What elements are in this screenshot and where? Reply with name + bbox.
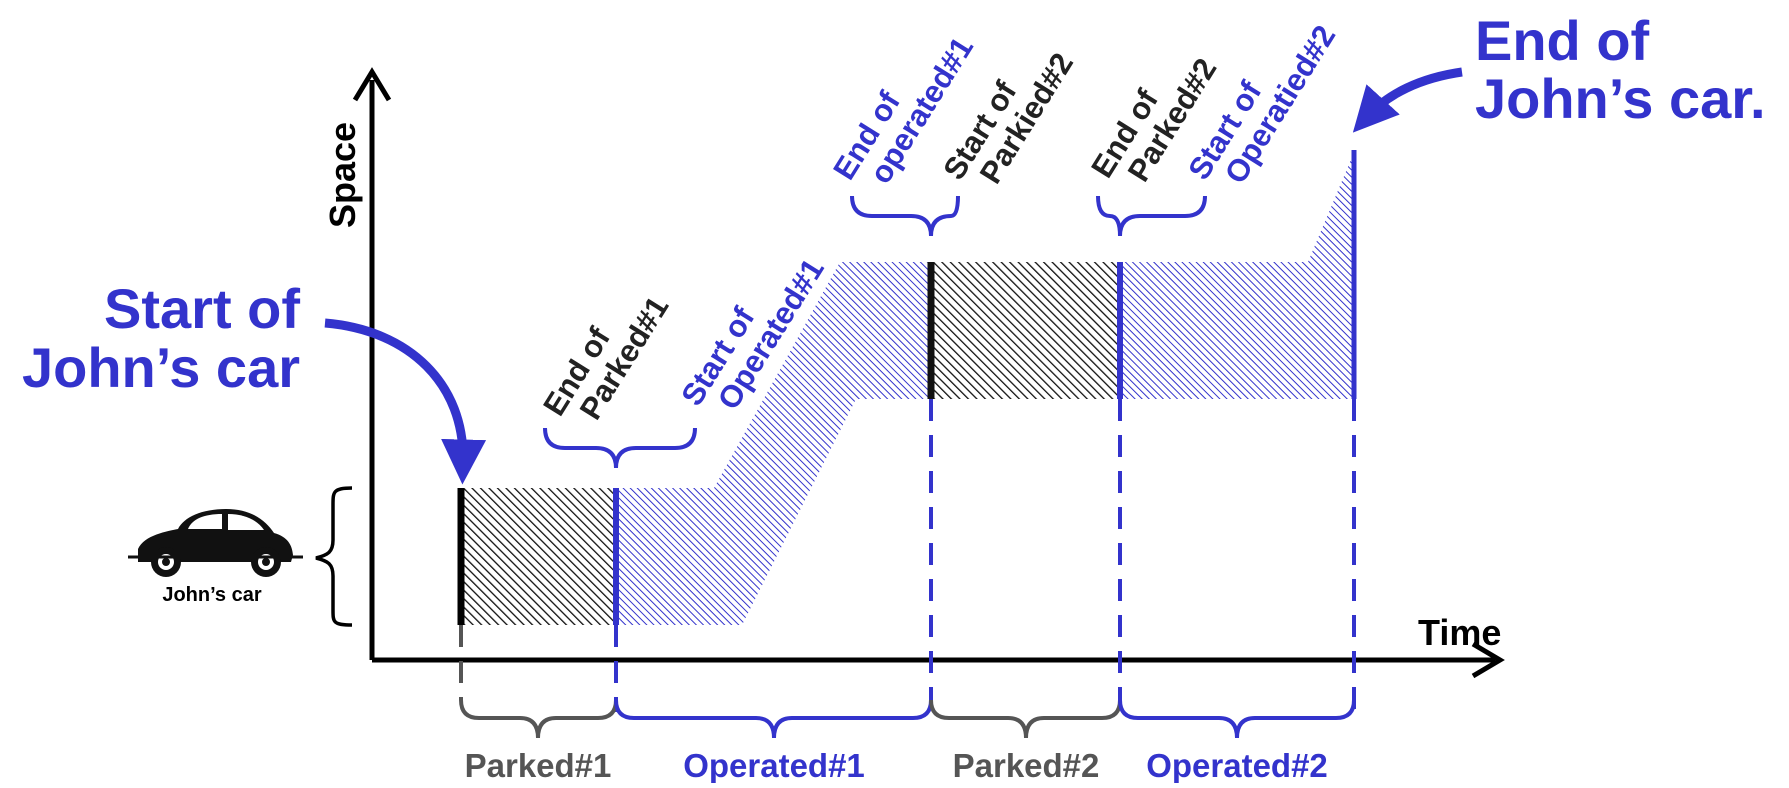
- phase-label-operated-1: Operated#1: [683, 747, 865, 783]
- event-lines: [457, 150, 1357, 625]
- y-axis-arrowhead: [352, 67, 392, 102]
- phase-brace-parked-2: [929, 699, 1122, 739]
- phase-brace-parked-1: [459, 699, 618, 739]
- callout-end: End of John’s car.: [1352, 9, 1766, 133]
- callout-end-arrow: [1352, 67, 1463, 133]
- callout-end-line-1: End of: [1475, 9, 1650, 72]
- event-label-end-parked-1: End of Parked#1: [536, 290, 675, 425]
- phase-region-operated-2: [1120, 150, 1355, 399]
- phase-brace-operated-1: [614, 699, 933, 739]
- phase-label-parked-2: Parked#2: [953, 747, 1100, 783]
- callout-start: Start of John’s car: [22, 277, 487, 485]
- callout-end-line-2: John’s car.: [1475, 67, 1766, 130]
- x-axis-arrowhead: [1471, 641, 1505, 679]
- event-label-start-operated-2: Start of Operatied#2: [1181, 19, 1342, 190]
- y-axis-label: Space: [322, 122, 363, 228]
- event-braces: [543, 195, 1207, 469]
- object-extent: John’s car: [128, 486, 353, 627]
- phase-labels: Parked#1 Operated#1 Parked#2 Operated#2: [465, 747, 1328, 784]
- callout-start-arrow: [324, 318, 487, 485]
- phase-region-parked-1: [460, 488, 616, 625]
- phase-label-operated-2: Operated#2: [1146, 747, 1328, 783]
- worldtube: [460, 150, 1355, 625]
- car-icon: [128, 509, 303, 577]
- event-brace-2: [850, 195, 960, 237]
- phase-region-parked-2: [930, 262, 1120, 399]
- event-brace-3: [1096, 195, 1207, 237]
- callout-start-line-2: John’s car: [22, 336, 300, 399]
- object-label: John’s car: [162, 584, 262, 606]
- phase-braces: [459, 699, 1356, 739]
- dashed-projections: [459, 399, 1356, 712]
- phase-region-operated-1: [616, 262, 930, 625]
- x-axis-label: Time: [1418, 612, 1501, 653]
- callout-start-line-1: Start of: [104, 277, 300, 340]
- event-brace-1: [543, 427, 697, 469]
- phase-brace-operated-2: [1118, 699, 1356, 739]
- object-extent-brace: [315, 486, 353, 627]
- phase-label-parked-1: Parked#1: [465, 747, 612, 783]
- axes: Space Time: [322, 67, 1505, 679]
